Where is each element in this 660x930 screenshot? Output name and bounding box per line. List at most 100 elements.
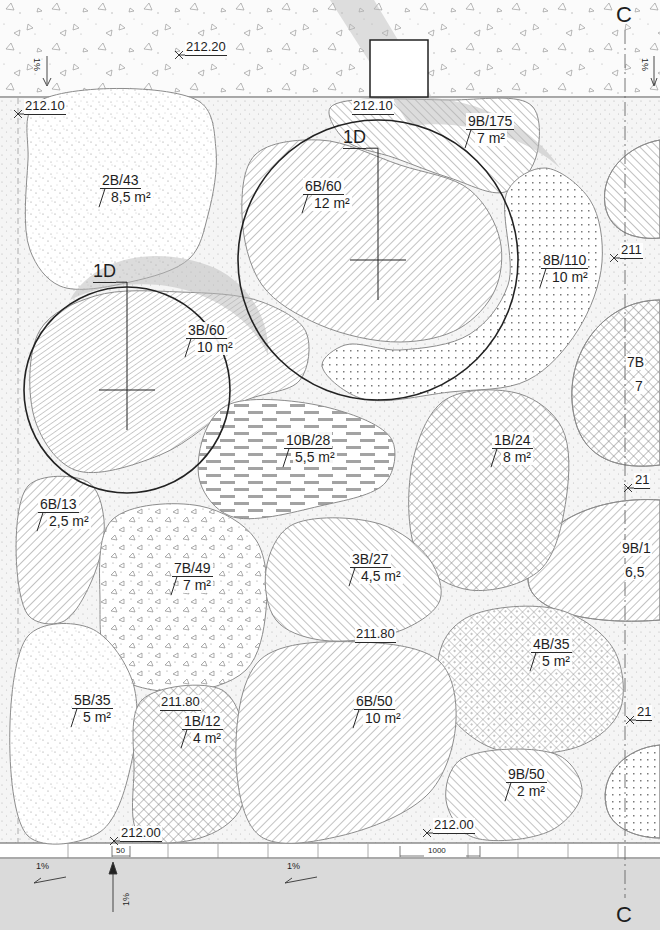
bed-outline xyxy=(232,130,510,352)
leader-line xyxy=(37,513,43,532)
plan-graphic xyxy=(112,846,130,857)
plan-graphic xyxy=(110,837,120,845)
label-holder: 1% xyxy=(32,58,42,71)
plan-graphic xyxy=(68,844,618,858)
plan-graphic xyxy=(70,256,268,355)
label-block: 8B/11010 m² xyxy=(541,252,590,285)
bed-outline xyxy=(25,282,316,480)
bed-ground xyxy=(198,399,395,518)
label-block: 4B/355 m² xyxy=(531,636,572,669)
label-holder: 211.80 xyxy=(160,695,201,711)
slope-label: 1% xyxy=(640,58,650,71)
leader-line xyxy=(491,449,497,468)
label-block: 1B/248 m² xyxy=(492,432,533,465)
plan-graphic xyxy=(113,870,114,912)
label-block: 9B/502 m² xyxy=(506,766,547,799)
bed-hatch xyxy=(198,399,395,518)
bed-code: 10B/28 xyxy=(284,432,332,449)
bed-code: 3B/60 xyxy=(186,322,227,339)
plan-graphic xyxy=(43,56,51,86)
bed-code: 8B/110 xyxy=(541,252,588,269)
bed-area: 7 m² xyxy=(475,130,507,146)
plan-graphic xyxy=(0,859,660,930)
spot-level: 212.20 xyxy=(185,40,227,56)
label-holder: 211.80 xyxy=(355,627,396,643)
leader-line xyxy=(99,189,105,208)
bed-area: 2 m² xyxy=(515,783,547,799)
label-block: 1B/124 m² xyxy=(182,713,223,746)
bed-hatch xyxy=(265,518,441,641)
slope-arrows xyxy=(34,56,657,912)
label-block: 6B/132,5 m² xyxy=(38,496,91,529)
bed-code: 6B/50 xyxy=(354,693,395,710)
section-mark: C xyxy=(616,2,632,27)
label-block: 6B/5010 m² xyxy=(354,693,403,726)
planting-bed: 5B/355 m² xyxy=(18,618,142,846)
top-paving xyxy=(0,0,660,97)
plan-graphic xyxy=(400,846,480,857)
label-holder: 21 xyxy=(636,705,652,721)
bed-code: 2B/43 xyxy=(100,172,141,189)
tree-code: 1D xyxy=(343,127,366,149)
plan-graphic xyxy=(626,716,636,724)
plan-graphic xyxy=(604,140,660,238)
plan-graphic xyxy=(0,0,660,97)
bed-area: 10 m² xyxy=(195,339,235,355)
planting-bed: 4B/355 m² xyxy=(432,600,630,758)
bed-hatch xyxy=(409,390,569,591)
label-holder: 1% xyxy=(121,893,131,906)
label-block: 9B/1757 m² xyxy=(466,113,514,146)
bed-area: 5 m² xyxy=(540,653,572,669)
plan-graphic xyxy=(605,745,660,838)
leader-line xyxy=(185,339,191,358)
label-block: 7B/497 m² xyxy=(172,560,213,593)
bed-code: 7B/49 xyxy=(172,560,213,577)
planting-bed: 6B/132,5 m² xyxy=(18,472,114,632)
plan-graphic xyxy=(572,300,660,466)
label-holder: 50 xyxy=(115,846,126,855)
plan-graphic xyxy=(330,0,432,97)
planting-bed: 3B/274,5 m² xyxy=(256,514,450,650)
bed-hatch xyxy=(10,623,137,844)
label-holder: C xyxy=(616,2,632,27)
label-block: 6B/6012 m² xyxy=(303,178,352,211)
plan-graphic xyxy=(604,140,660,238)
leader-line xyxy=(349,568,355,587)
label-block: 3B/6010 m² xyxy=(186,322,235,355)
slope-label: 1% xyxy=(32,58,42,71)
slope-label: 1% xyxy=(36,861,49,871)
bed-outline xyxy=(402,384,576,600)
bed-code: 6B/13 xyxy=(38,496,79,513)
leader-line xyxy=(353,710,359,729)
leader-line xyxy=(302,195,308,214)
leader-line xyxy=(181,730,187,749)
leader-line xyxy=(283,449,289,468)
bed-code: 7B xyxy=(626,354,645,370)
plan-graphic xyxy=(34,877,66,883)
bed-ground xyxy=(409,390,569,591)
label-holder: 212.20 xyxy=(185,40,227,56)
bed-outline xyxy=(90,496,276,702)
plan-graphic xyxy=(605,745,660,838)
leader-line xyxy=(71,709,77,728)
bed-outline xyxy=(18,618,142,846)
bed-area: 4 m² xyxy=(191,730,223,746)
bed-area: 4,5 m² xyxy=(359,568,403,584)
bed-area: 2,5 m² xyxy=(47,513,91,529)
bed-code: 1B/12 xyxy=(182,713,223,730)
bed-code: 9B/1 xyxy=(621,540,652,556)
spot-level: 211.80 xyxy=(355,627,396,643)
bed-hatch xyxy=(437,606,623,754)
label-holder: 7 xyxy=(634,378,644,394)
planting-bed: 10B/285,5 m² xyxy=(190,394,402,526)
tree-code: 1D xyxy=(93,261,116,283)
bed-ground xyxy=(10,623,137,844)
bed-ground xyxy=(322,168,602,401)
slope-label: 1% xyxy=(287,861,300,871)
plan-graphic xyxy=(572,300,660,466)
spot-level: 212.00 xyxy=(120,826,162,842)
label-block: 10B/285,5 m² xyxy=(284,432,337,465)
label-holder: 212.00 xyxy=(120,826,162,842)
